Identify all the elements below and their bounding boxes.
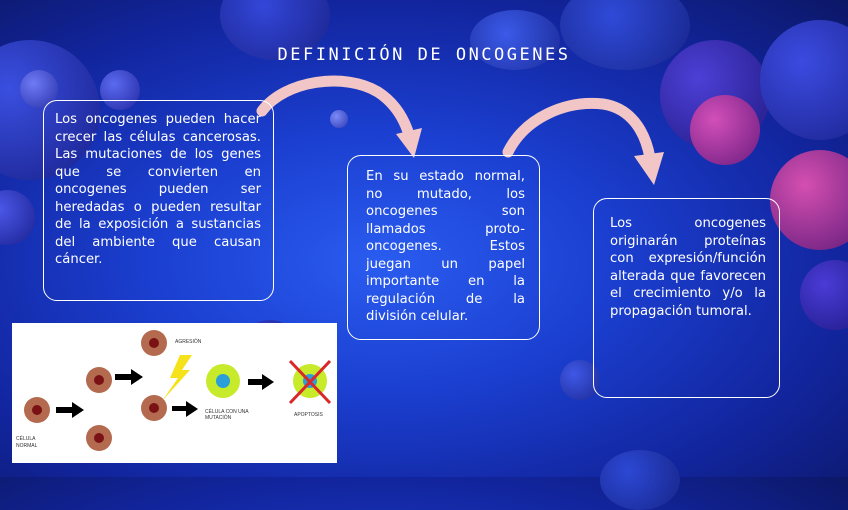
aggression-label: AGRESIÓN bbox=[175, 338, 202, 345]
mutated-cell-icon bbox=[206, 364, 240, 398]
arrow-head-1 bbox=[396, 128, 422, 158]
text-box-proto-oncogenes: En su estado normal, no mutado, los onco… bbox=[347, 155, 540, 340]
black-arrow-icon bbox=[248, 374, 274, 390]
cell-mutation-diagram: CÉLULA NORMAL AGRESIÓN CÉLULA CON UNA MU… bbox=[12, 323, 337, 463]
normal-cell-label-1: CÉLULA bbox=[16, 435, 36, 442]
black-arrow-icon bbox=[172, 401, 198, 417]
cell-icon bbox=[141, 395, 167, 421]
text-box-function: Los oncogenes originarán proteínas con e… bbox=[593, 198, 780, 398]
black-arrow-icon bbox=[115, 369, 143, 385]
arrow-box1-to-box2 bbox=[256, 75, 416, 144]
cell-icon bbox=[86, 425, 112, 451]
arrow-head-2 bbox=[634, 152, 664, 185]
mutated-cell-label-2: MUTACIÓN bbox=[205, 414, 232, 421]
normal-cell-label-2: NORMAL bbox=[16, 443, 38, 449]
mutated-cell-label-1: CÉLULA CON UNA bbox=[205, 408, 249, 415]
connector-arrows bbox=[256, 75, 664, 185]
normal-cell-icon bbox=[24, 397, 50, 423]
cell-icon bbox=[86, 367, 112, 393]
lightning-icon bbox=[162, 355, 192, 401]
arrow-box2-to-box3 bbox=[502, 97, 656, 164]
apoptosis-cell-icon bbox=[288, 359, 332, 405]
page-title: DEFINICIÓN DE ONCOGENES bbox=[277, 45, 571, 65]
text-box-definition: Los oncogenes pueden hacer crecer las cé… bbox=[43, 100, 274, 301]
black-arrow-icon bbox=[56, 402, 84, 418]
cell-icon bbox=[141, 330, 167, 356]
apoptosis-label: APOPTOSIS bbox=[294, 412, 323, 418]
